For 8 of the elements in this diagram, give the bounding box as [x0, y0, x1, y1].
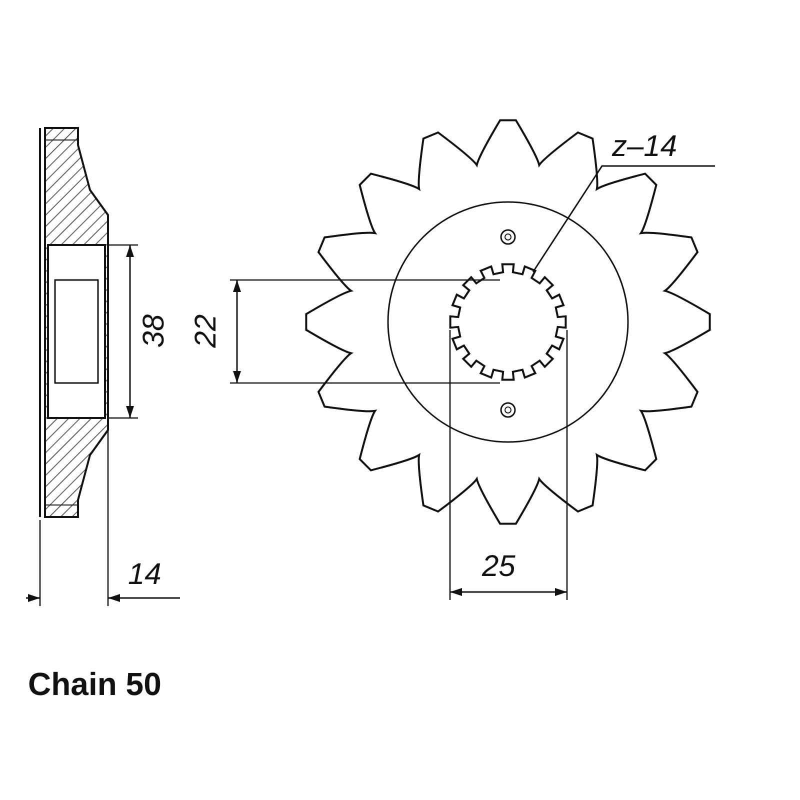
leader-line: [532, 165, 715, 272]
dimension-value: 25: [482, 552, 516, 582]
dimension-value: 14: [128, 560, 162, 590]
dimension-value: 22: [192, 314, 222, 348]
chain-size-label: Chain 50: [28, 668, 162, 700]
dimension-value: 38: [140, 314, 170, 348]
tooth-count-label: z–14: [612, 132, 678, 162]
spline-bore: [449, 263, 567, 381]
